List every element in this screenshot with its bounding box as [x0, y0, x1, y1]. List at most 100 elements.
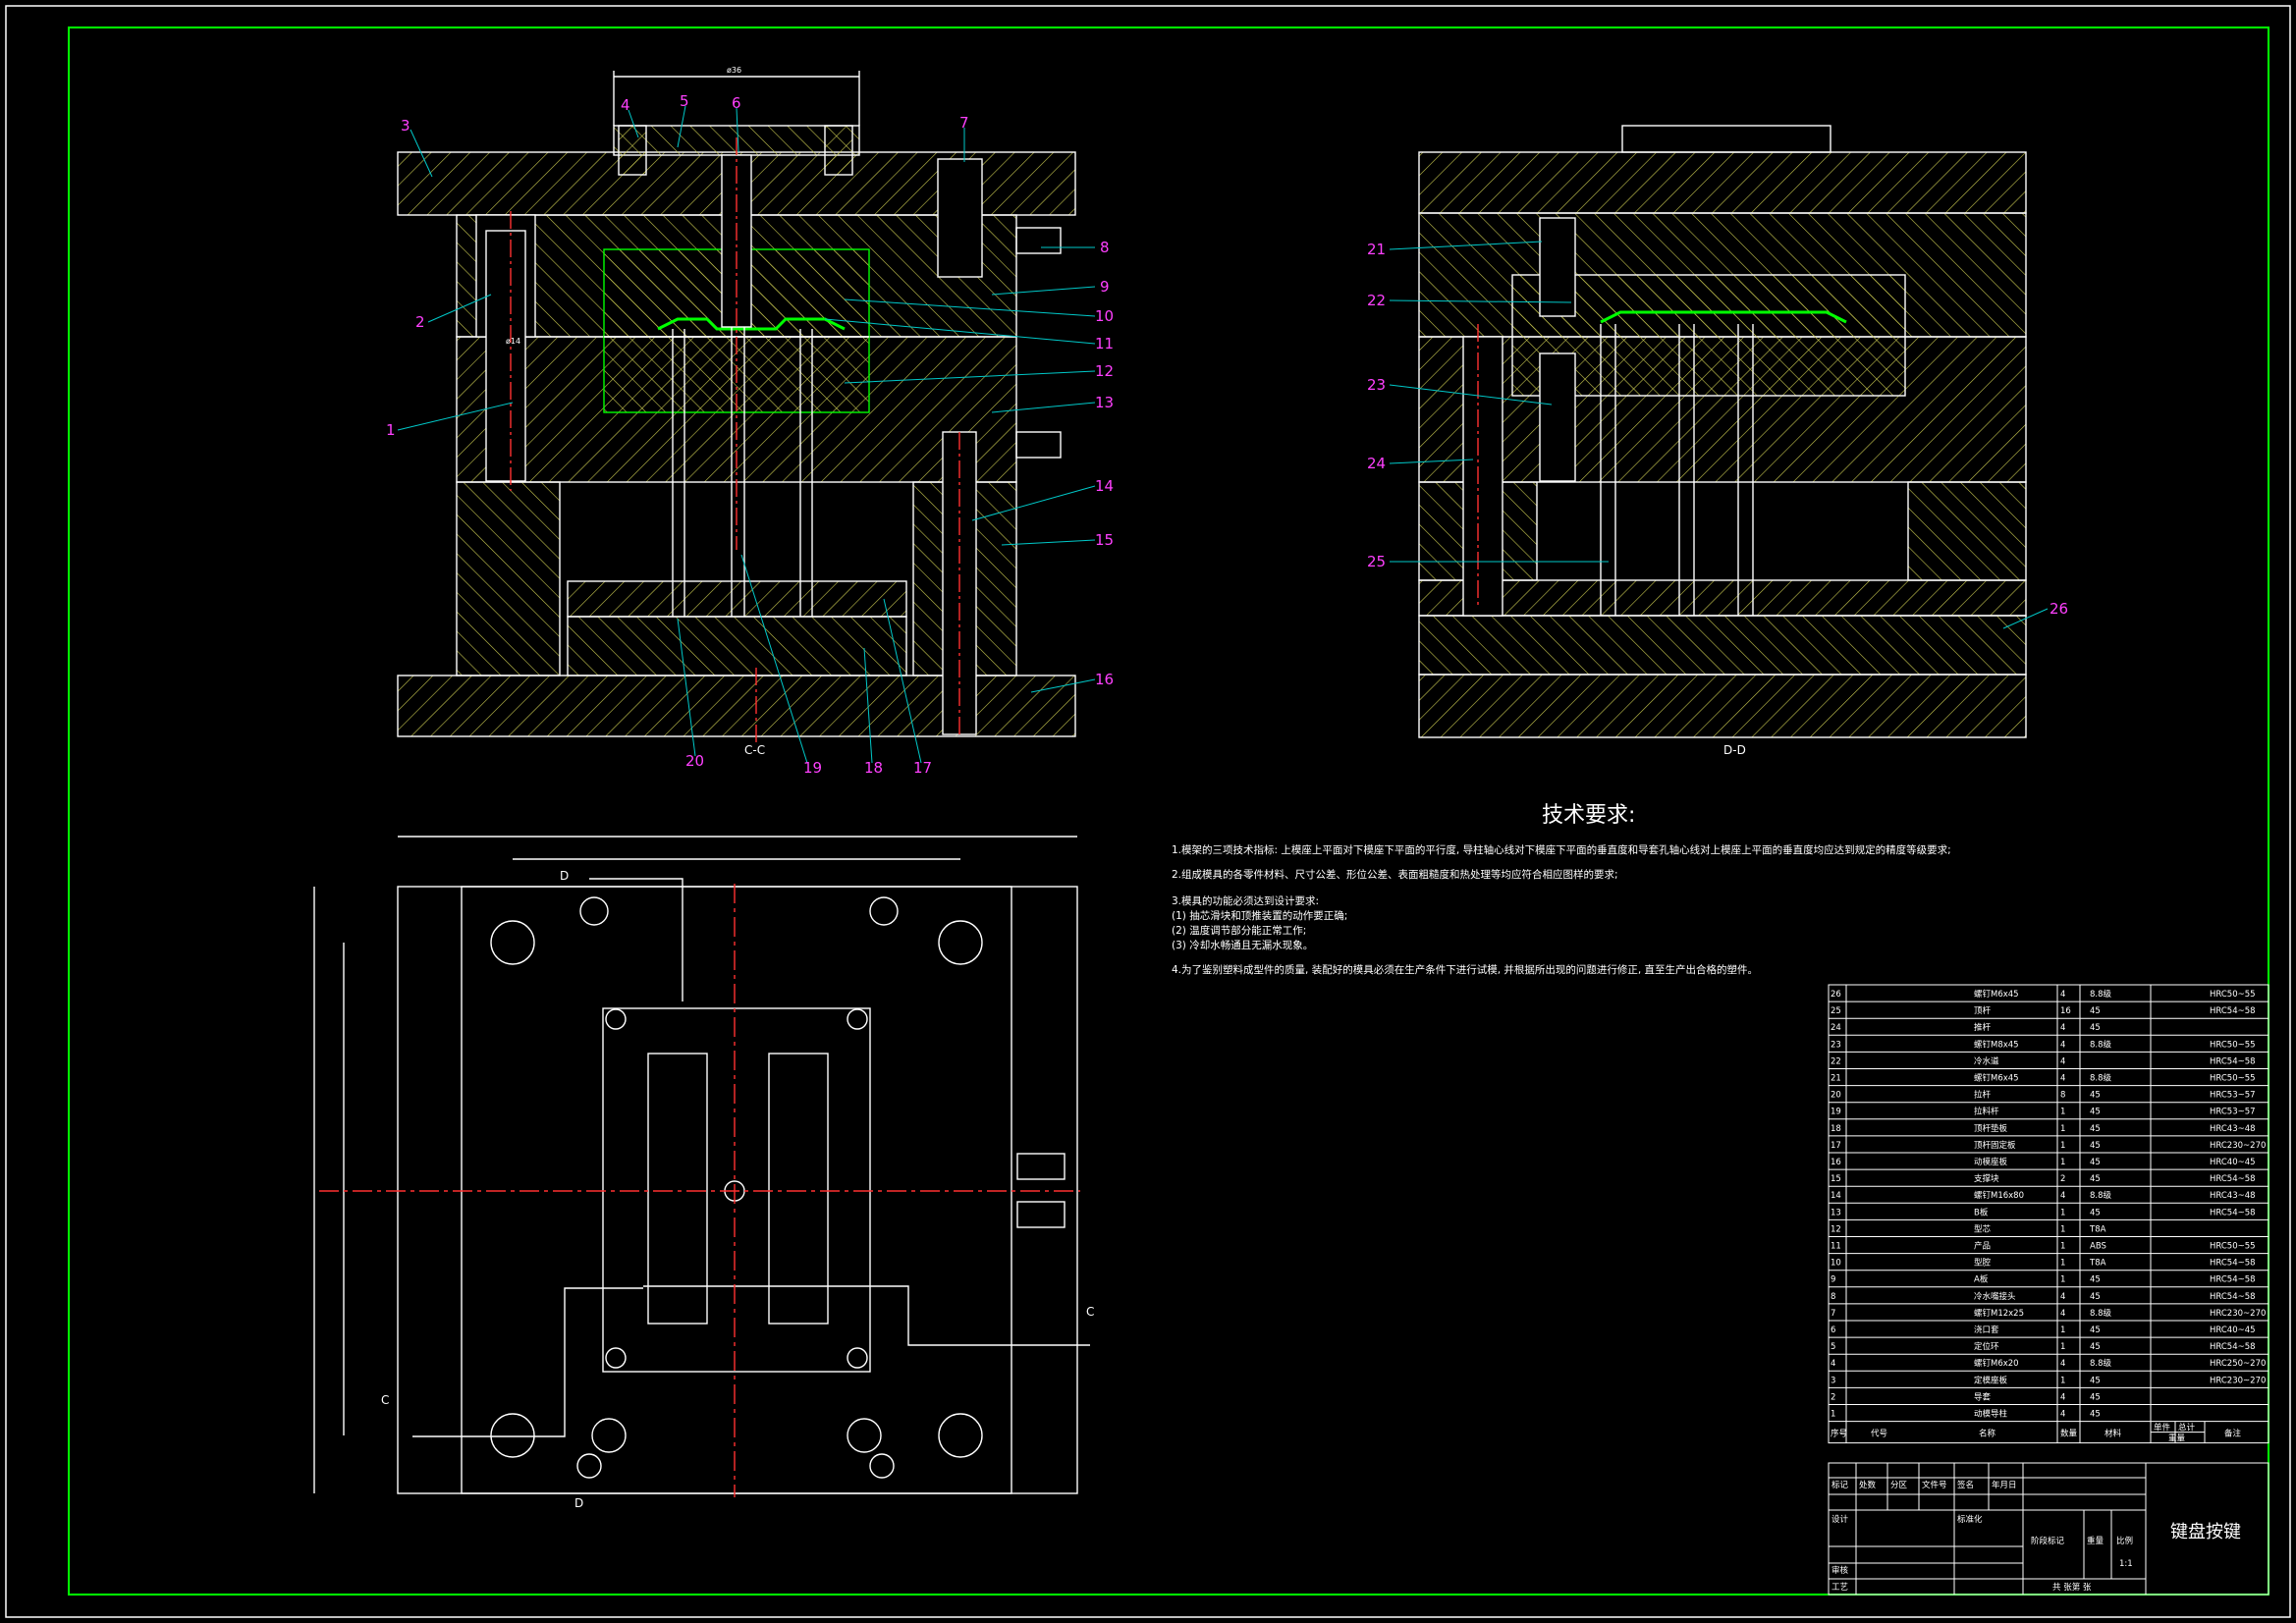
bom-cell: 1 [2060, 1275, 2065, 1285]
bom-cell: 45 [2090, 1410, 2101, 1420]
part-label: 19 [803, 759, 822, 777]
bom-cell: 螺钉M12x25 [1974, 1308, 2024, 1319]
dd-ejector-plate [1418, 615, 2027, 676]
requirement-line: (2) 温度调节部分能正常工作; [1172, 924, 1306, 937]
bom-cell: 4 [2060, 990, 2065, 1000]
bom-header-cell: 单件 [2154, 1423, 2171, 1434]
bom-cell: 9 [1831, 1275, 1835, 1285]
dd-bottom-clamp-plate [1418, 674, 2027, 738]
title-block-text: 设计 标记 处数 分区 文件号 签名 年月日 标准化 审核 工艺 阶段标记 重量… [1831, 1480, 2241, 1593]
part-label: 12 [1095, 362, 1114, 380]
bom-cell: 45 [2090, 1208, 2101, 1217]
bom-cell: 45 [2090, 1091, 2101, 1101]
tb-cell: 标记 [1831, 1480, 1849, 1490]
bom-cell: 1 [2060, 1108, 2065, 1117]
leaders-cc [397, 105, 1096, 764]
requirement-line: 4.为了鉴别塑料成型件的质量, 装配好的模具必须在生产条件下进行试模, 并根据所… [1172, 963, 1758, 976]
tb-cell: 分区 [1890, 1481, 1908, 1490]
tech-requirements-lines: 1.模架的三项技术指标: 上模座上平面对下模座下平面的平行度, 导柱轴心线对下模… [1172, 843, 1951, 976]
bom-header-cell: 备注 [2224, 1429, 2242, 1439]
cut-marker-d-bottom: D [574, 1496, 583, 1510]
bom-cell: 1 [2060, 1342, 2065, 1352]
ring-screw-left [618, 125, 647, 176]
part-label: 14 [1095, 477, 1114, 495]
part-label: 16 [1095, 671, 1114, 688]
section-cc-view [397, 71, 1076, 746]
bom-cell: HRC43~48 [2210, 1124, 2256, 1134]
bom-cell: 8.8级 [2090, 1358, 2112, 1369]
bom-cell: HRC54~58 [2210, 1342, 2256, 1352]
bom-cell: 15 [1831, 1174, 1841, 1184]
bom-cell: 4 [2060, 1392, 2065, 1402]
part-label: 15 [1095, 531, 1114, 549]
guide-pillar [485, 230, 526, 482]
bom-cell: 24 [1831, 1023, 1841, 1033]
bom-cell: 45 [2090, 1376, 2101, 1385]
bom-cell: 45 [2090, 1141, 2101, 1151]
cut-marker-d-top: D [560, 869, 569, 883]
bom-header-cell: 代号 [1871, 1429, 1887, 1439]
bom-header-cell: 数量 [2060, 1429, 2078, 1439]
bom-cell: 1 [2060, 1224, 2065, 1234]
tb-cell: 设计 [1831, 1514, 1849, 1525]
bom-cell: 4 [2060, 1040, 2065, 1050]
bom-cell: 型腔 [1974, 1258, 1992, 1269]
bom-cell: 45 [2090, 1342, 2101, 1352]
bom-cell: 3 [1831, 1376, 1835, 1385]
bom-cell: HRC54~58 [2210, 1174, 2256, 1184]
bom-cell: A板 [1974, 1274, 1989, 1285]
bom-cell: 4 [2060, 1292, 2065, 1302]
bom-cell: HRC54~58 [2210, 1275, 2256, 1285]
bom-cell: 8 [1831, 1292, 1835, 1302]
bom-cell: HRC230~270 [2210, 1141, 2266, 1151]
bom-cell: 动模座板 [1974, 1157, 2008, 1167]
tb-cell: 年月日 [1992, 1480, 2017, 1490]
bom-cell: HRC230~270 [2210, 1309, 2266, 1319]
dd-top-tab [1621, 125, 1831, 153]
bom-cell: 45 [2090, 1174, 2101, 1184]
bom-cell: 2 [1831, 1392, 1835, 1402]
bom-cell: HRC250~270 [2210, 1359, 2266, 1369]
part-label: 6 [732, 94, 741, 112]
bom-header-weight: 重量 [2168, 1434, 2186, 1444]
bom-cell: HRC54~58 [2210, 1208, 2256, 1217]
plan-view [313, 836, 1090, 1497]
part-label: 9 [1100, 278, 1110, 296]
bom-cell: HRC230~270 [2210, 1376, 2266, 1385]
drawing-frame [68, 27, 2269, 1596]
clamp-screw [937, 158, 983, 278]
bom-cell: 螺钉M6x45 [1974, 1073, 2019, 1084]
bom-cell: 6 [1831, 1325, 1835, 1335]
plan-cavity-plate [602, 1007, 871, 1373]
bom-header-cell: 序号 [1831, 1429, 1847, 1439]
tb-sheet-label: 共 张第 张 [2052, 1582, 2092, 1593]
plan-core-right [768, 1053, 829, 1325]
bom-cell: T8A [2089, 1224, 2106, 1234]
bom-cell: 17 [1831, 1141, 1841, 1151]
bom-cell: 45 [2090, 1292, 2101, 1302]
cut-marker-c-left: C [381, 1393, 389, 1407]
bom-cell: HRC54~58 [2210, 1292, 2256, 1302]
bom-cell: 支撑块 [1974, 1173, 1999, 1184]
part-label: 1 [386, 421, 396, 439]
part-label: 10 [1095, 307, 1114, 325]
bom-cell: HRC40~45 [2210, 1325, 2256, 1335]
part-label: 13 [1095, 394, 1114, 411]
bom-cell: 4 [2060, 1410, 2065, 1420]
bom-cell: 1 [2060, 1158, 2065, 1167]
part-label: 11 [1095, 335, 1114, 352]
part-label: 18 [864, 759, 883, 777]
part-label: 21 [1367, 241, 1386, 258]
bom-cell: 8.8级 [2090, 1073, 2112, 1084]
section-dd-label: D-D [1723, 743, 1746, 757]
bom-cell: 11 [1831, 1242, 1841, 1252]
bom-header-cell: 名称 [1979, 1429, 1996, 1439]
part-label: 7 [959, 114, 969, 132]
tb-cell: 处数 [1859, 1480, 1877, 1490]
bom-cell: T8A [2089, 1259, 2106, 1269]
part-label: 22 [1367, 292, 1386, 309]
ring-screw-right [824, 125, 853, 176]
title-block [1828, 1462, 2269, 1596]
dd-molded-part [1600, 310, 1847, 324]
bom-cell: 动模导柱 [1974, 1409, 2008, 1420]
